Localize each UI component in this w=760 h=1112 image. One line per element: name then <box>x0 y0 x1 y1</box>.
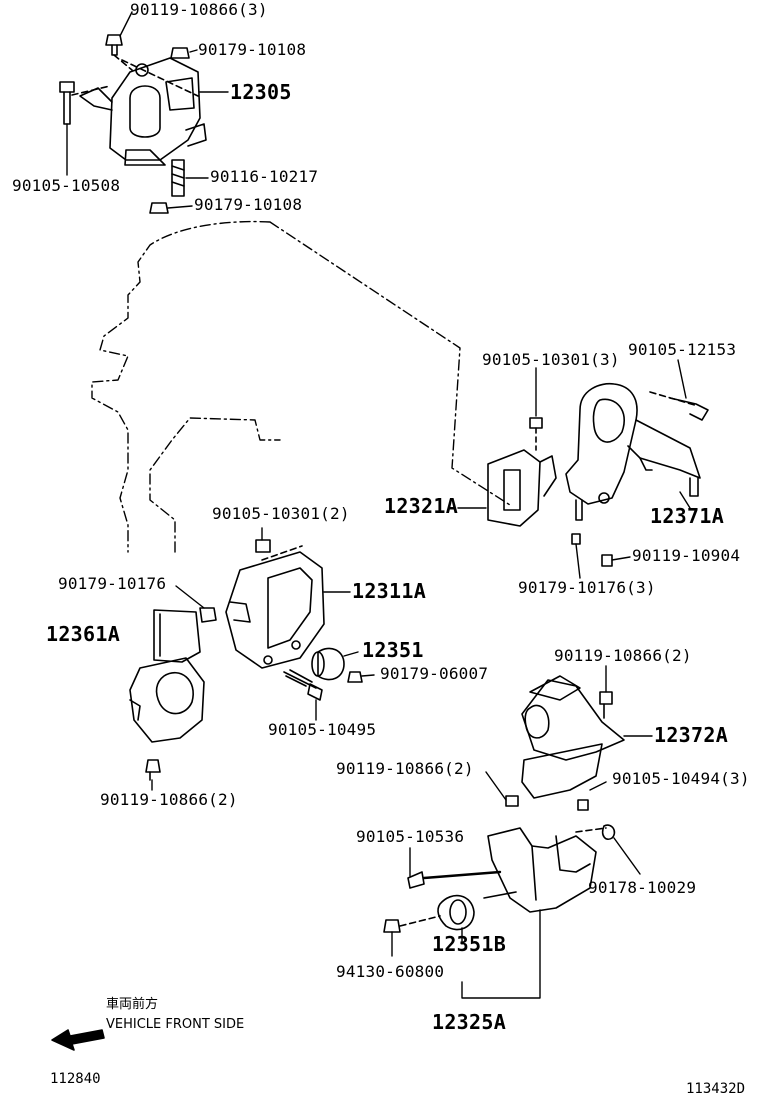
label-90119-10866-3: 90119-10866(3) <box>130 0 268 19</box>
label-90178-10029: 90178-10029 <box>588 878 697 897</box>
leader-lines <box>66 11 691 999</box>
label-12372A: 12372A <box>654 723 729 747</box>
direction-label-jp: 車両前方 <box>106 997 159 1012</box>
label-90119-10866-2-top: 90119-10866(2) <box>554 646 692 665</box>
label-90105-10494-3: 90105-10494(3) <box>612 769 750 788</box>
label-90119-10904: 90119-10904 <box>632 546 741 565</box>
label-12311A: 12311A <box>352 579 427 603</box>
engine-outline <box>91 220 511 553</box>
label-90179-06007: 90179-06007 <box>380 664 489 683</box>
label-90105-10301-3: 90105-10301(3) <box>482 350 620 369</box>
mount-12372A <box>505 675 625 811</box>
mount-12371A <box>565 382 709 521</box>
drawing-code-left: 112840 <box>50 1071 101 1087</box>
label-90119-10866-2-mid: 90119-10866(2) <box>336 759 474 778</box>
label-90179-10108-bottom: 90179-10108 <box>194 195 303 214</box>
label-12325A: 12325A <box>432 1010 507 1034</box>
label-90105-12153: 90105-12153 <box>628 340 737 359</box>
direction-label-en: VEHICLE FRONT SIDE <box>106 1017 245 1032</box>
label-12361A: 12361A <box>46 622 121 646</box>
label-90105-10536: 90105-10536 <box>356 827 465 846</box>
label-90179-10176: 90179-10176 <box>58 574 167 593</box>
label-12351B: 12351B <box>432 932 507 956</box>
label-12351: 12351 <box>362 638 424 662</box>
label-12305: 12305 <box>230 80 292 104</box>
label-90105-10495: 90105-10495 <box>268 720 377 739</box>
label-90116-10217: 90116-10217 <box>210 167 319 186</box>
mount-12305 <box>71 57 207 166</box>
top-fasteners <box>59 34 190 214</box>
label-90179-10176-3: 90179-10176(3) <box>518 578 656 597</box>
label-90179-10108-top: 90179-10108 <box>198 40 307 59</box>
label-90119-10866-2-left: 90119-10866(2) <box>100 790 238 809</box>
label-90105-10301-2: 90105-10301(2) <box>212 504 350 523</box>
label-12371A: 12371A <box>650 504 725 528</box>
front-arrow <box>51 1029 105 1051</box>
label-90105-10508: 90105-10508 <box>12 176 121 195</box>
insulator-12351 <box>283 647 363 701</box>
label-94130-60800: 94130-60800 <box>336 962 445 981</box>
label-12321A: 12321A <box>384 494 459 518</box>
drawing-code-right: 113432D <box>686 1081 746 1097</box>
bracket-12311A <box>225 539 325 669</box>
mount-12361A <box>129 607 217 781</box>
bracket-12325A <box>383 824 616 933</box>
bracket-12321A <box>487 417 613 567</box>
